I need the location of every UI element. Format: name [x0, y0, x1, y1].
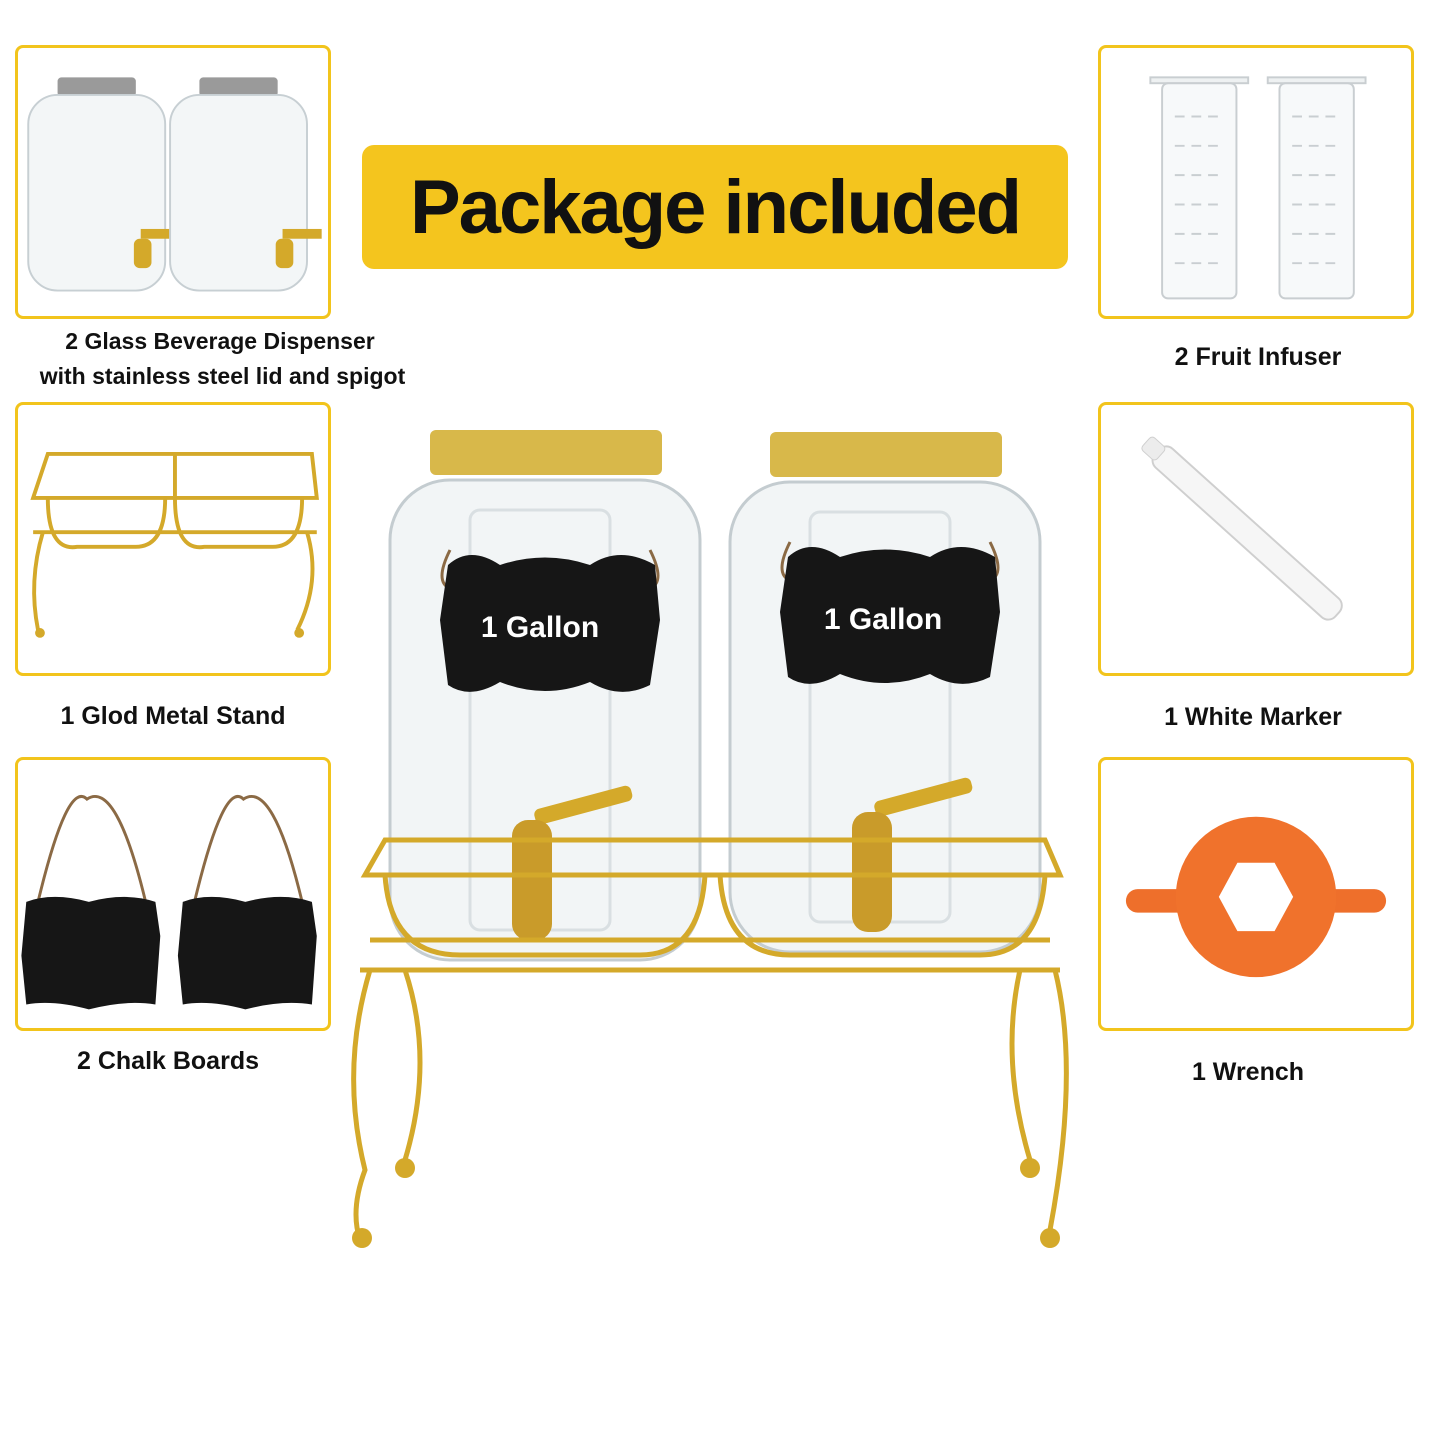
marker-caption: 1 White Marker [1164, 703, 1342, 731]
banner-title: Package included [409, 164, 1022, 250]
infuser-image-box [1098, 45, 1414, 319]
wrench-illustration [1125, 816, 1387, 978]
dispenser-image-box [15, 45, 331, 319]
metal-stand-illustration [30, 451, 319, 638]
fruit-infuser-illustration [1149, 76, 1367, 300]
dispenser-caption-line1: 2 Glass Beverage Dispenser [65, 328, 375, 354]
right-gallon-tag: 1 Gallon [824, 603, 942, 636]
stand-image-box [15, 402, 331, 676]
wrench-image-box [1098, 757, 1414, 1031]
chalkboard-illustration [21, 794, 319, 1011]
chalkboards-caption: 2 Chalk Boards [76, 1047, 259, 1075]
left-gallon-tag: 1 Gallon [481, 611, 599, 644]
left-jar: 1 Gallon [388, 430, 702, 962]
gold-stand [351, 837, 1069, 1241]
glass-dispenser-illustration [27, 76, 323, 292]
wrench-caption: 1 Wrench [1191, 1058, 1305, 1086]
package-included-banner: Package included [362, 145, 1068, 269]
marker-image-box [1098, 402, 1414, 676]
infuser-caption: 2 Fruit Infuser [1174, 343, 1342, 371]
white-marker-illustration [1141, 436, 1343, 621]
stand-caption: 1 Glod Metal Stand [60, 702, 286, 730]
right-jar: 1 Gallon [728, 432, 1042, 954]
dispenser-caption-line2: with stainless steel lid and spigot [39, 363, 406, 389]
main-product-illustration: 1 Gallon 1 Gallon [340, 420, 1100, 1280]
chalkboards-image-box [15, 757, 331, 1031]
